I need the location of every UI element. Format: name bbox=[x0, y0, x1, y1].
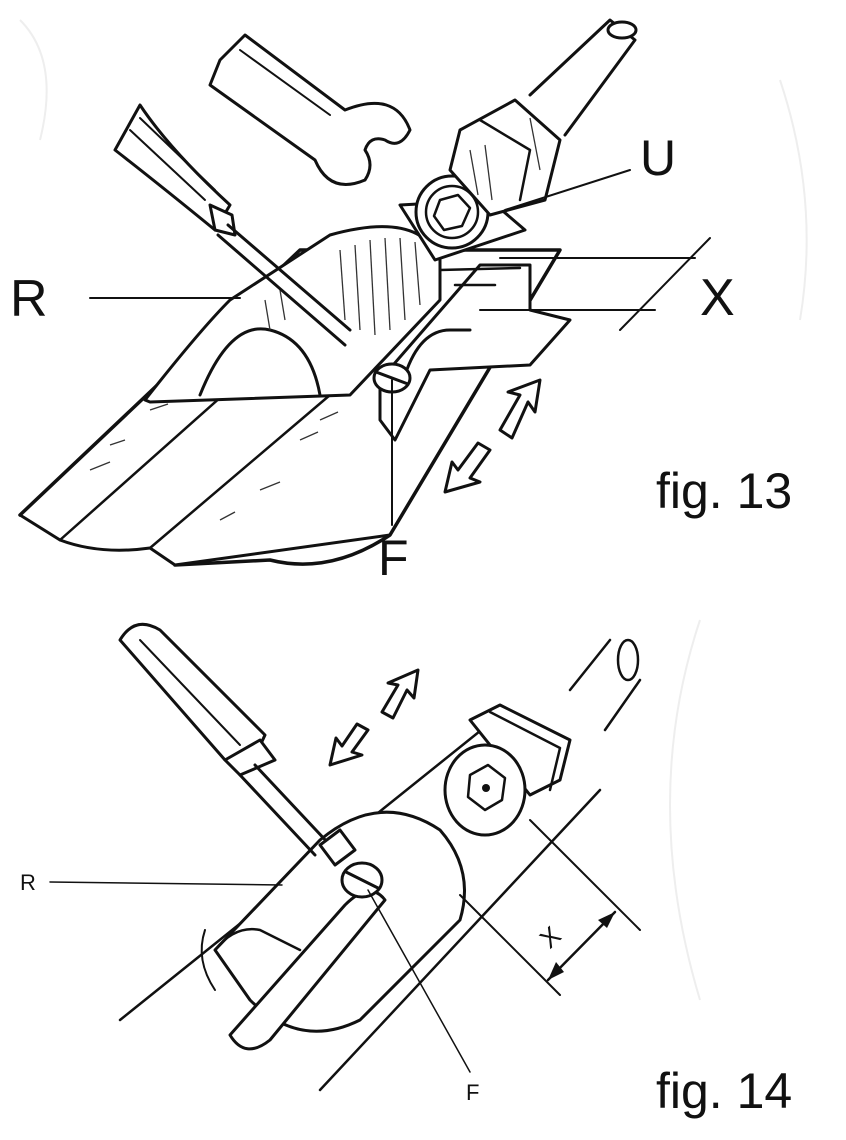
label-x: X bbox=[534, 920, 567, 954]
leader-f bbox=[367, 889, 471, 1073]
caption-fig-13: fig. 13 bbox=[656, 463, 792, 519]
threaded-nut bbox=[448, 18, 638, 217]
wrench-icon bbox=[208, 33, 412, 186]
clamp-r bbox=[200, 810, 466, 1051]
figure-13: R U X F fig. 13 bbox=[10, 18, 808, 586]
label-r: R bbox=[20, 870, 36, 895]
dimension-x bbox=[459, 819, 641, 996]
leader-r bbox=[49, 881, 283, 886]
label-f: F bbox=[466, 1080, 479, 1105]
label-u: U bbox=[640, 130, 676, 186]
label-r: R bbox=[10, 270, 48, 328]
double-arrow-icon bbox=[443, 378, 542, 494]
double-arrow-icon bbox=[328, 668, 420, 767]
hex-bolt-icon bbox=[443, 743, 527, 837]
leader-u bbox=[504, 169, 631, 211]
label-f: F bbox=[378, 530, 409, 586]
label-x: X bbox=[700, 269, 735, 327]
caption-fig-14: fig. 14 bbox=[656, 1063, 792, 1119]
slider-bracket bbox=[378, 263, 572, 442]
screwdriver-icon bbox=[113, 103, 352, 347]
dimension-x bbox=[619, 237, 711, 331]
slotted-screw-icon bbox=[340, 861, 384, 899]
rail-tube bbox=[18, 248, 562, 567]
screwdriver-icon bbox=[118, 622, 357, 867]
figure-14: R X F fig. 14 bbox=[20, 619, 792, 1119]
